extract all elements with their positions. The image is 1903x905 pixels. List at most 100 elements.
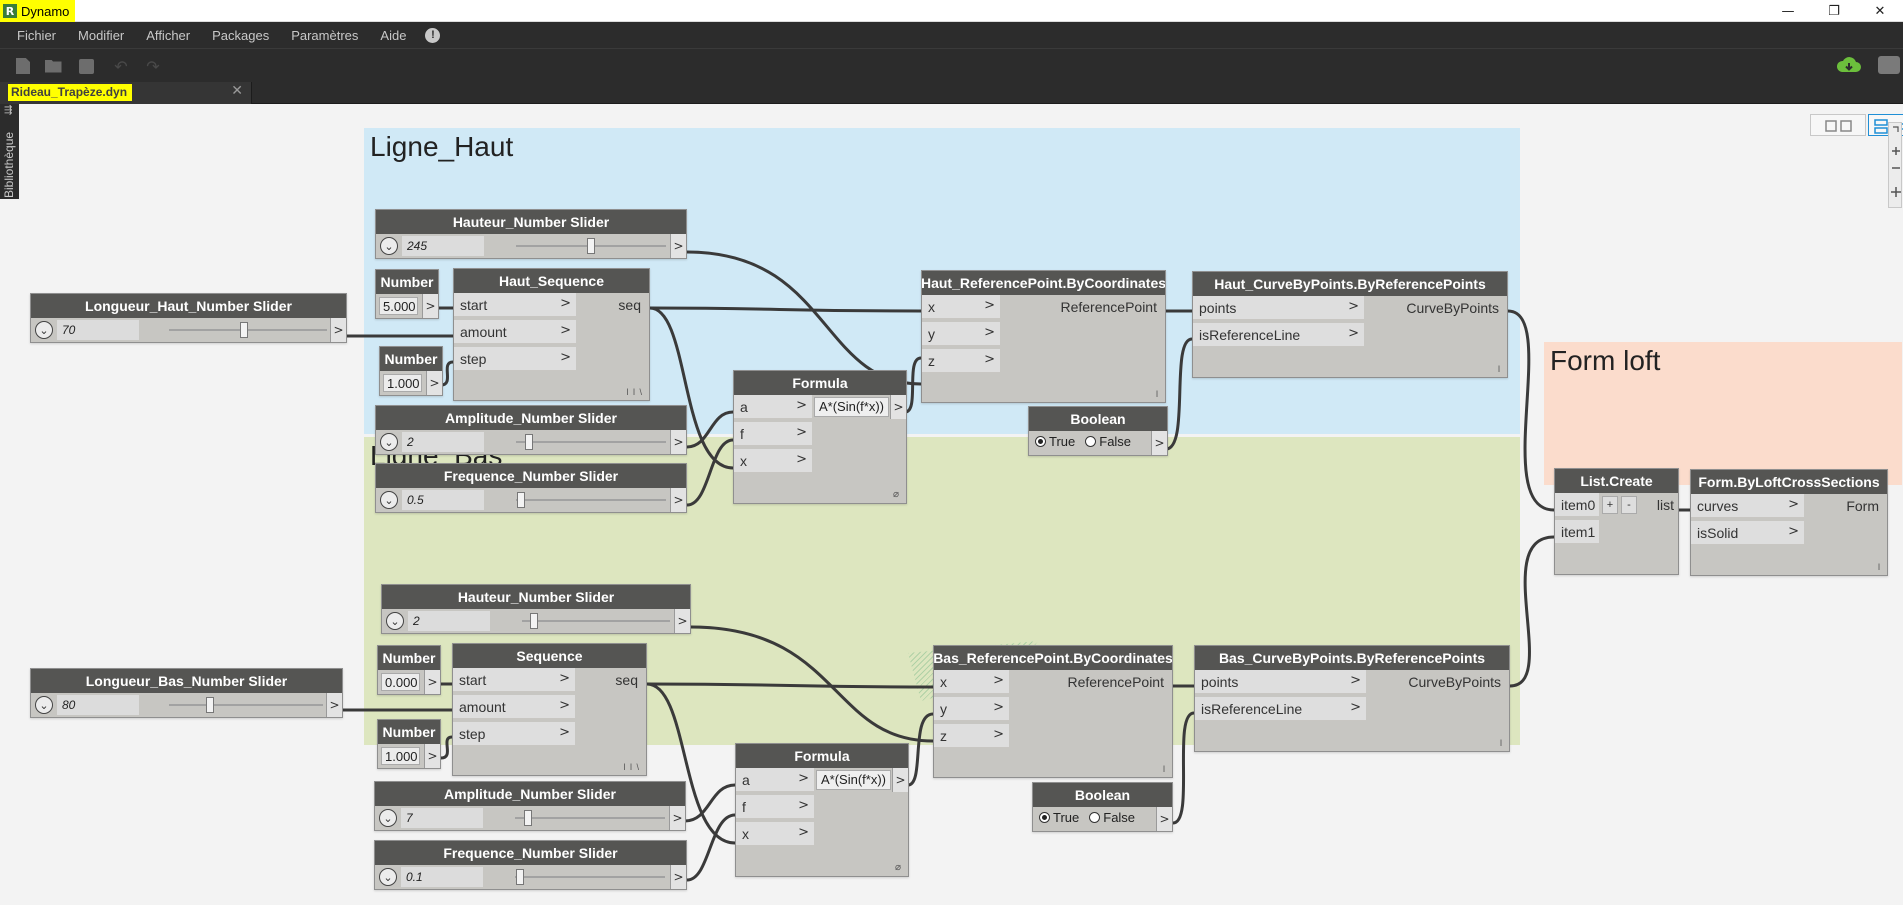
node-longueur-bas-slider[interactable]: Longueur_Bas_Number Slider ⌄ 80 > bbox=[30, 668, 343, 718]
node-number-step-haut[interactable]: Number 1.000 > bbox=[379, 346, 443, 396]
menu-modifier[interactable]: Modifier bbox=[78, 27, 125, 43]
output-port-list[interactable]: list bbox=[1657, 493, 1678, 517]
lacing-indicator[interactable]: l bbox=[1156, 389, 1159, 399]
node-sequence-bas[interactable]: Sequence start> amount> step> seq l l \ bbox=[452, 643, 647, 776]
redo-button[interactable]: ↷ bbox=[142, 55, 164, 77]
output-port-referencepoint[interactable]: ReferencePoint bbox=[1067, 670, 1172, 694]
minimize-button[interactable]: — bbox=[1781, 3, 1795, 19]
output-port-curvebypoints[interactable]: CurveByPoints bbox=[1408, 670, 1509, 694]
formula-expression[interactable]: A*(Sin(f*x)) bbox=[814, 397, 890, 417]
node-number-start-bas[interactable]: Number 0.000 > bbox=[377, 645, 441, 695]
geometry-view-toggle[interactable] bbox=[1810, 114, 1866, 136]
node-number-start-haut[interactable]: Number 5.000 > bbox=[375, 269, 439, 319]
lacing-indicator[interactable]: l bbox=[1498, 364, 1501, 374]
output-port[interactable]: > bbox=[890, 395, 906, 419]
add-input-button[interactable]: + bbox=[1602, 496, 1618, 514]
node-haut-referencepoint[interactable]: Haut_ReferencePoint.ByCoordinates x> y> … bbox=[921, 270, 1166, 403]
input-port-points[interactable]: points> bbox=[1193, 296, 1364, 320]
slider-value[interactable]: 7 bbox=[401, 808, 483, 828]
slider-thumb[interactable] bbox=[530, 613, 539, 629]
slider-track[interactable] bbox=[515, 876, 665, 878]
slider-track[interactable] bbox=[516, 499, 666, 501]
output-port-referencepoint[interactable]: ReferencePoint bbox=[1060, 295, 1165, 319]
input-port-a[interactable]: a> bbox=[736, 768, 814, 792]
node-number-step-bas[interactable]: Number 1.000 > bbox=[377, 719, 441, 769]
input-port-item0[interactable]: item0 bbox=[1555, 493, 1599, 517]
input-port-issolid[interactable]: isSolid> bbox=[1691, 521, 1804, 545]
slider-thumb[interactable] bbox=[205, 697, 214, 713]
number-input[interactable]: 1.000 bbox=[383, 374, 422, 392]
output-port[interactable]: > bbox=[1151, 431, 1167, 455]
output-port[interactable]: > bbox=[330, 318, 346, 342]
tab-rideau-trapeze[interactable]: Rideau_Trapèze.dyn ✕ bbox=[0, 82, 252, 104]
slider-thumb[interactable] bbox=[516, 869, 525, 885]
formula-expression[interactable]: A*(Sin(f*x)) bbox=[816, 770, 892, 790]
slider-value[interactable]: 2 bbox=[408, 611, 490, 631]
tab-close-icon[interactable]: ✕ bbox=[231, 83, 243, 99]
expand-chevron-icon[interactable]: ⌄ bbox=[379, 868, 397, 886]
slider-track[interactable] bbox=[515, 817, 665, 819]
new-file-button[interactable] bbox=[12, 55, 34, 77]
node-form-byloftcrosssections[interactable]: Form.ByLoftCrossSections curves> isSolid… bbox=[1690, 469, 1888, 576]
input-port-start[interactable]: start> bbox=[454, 293, 576, 317]
radio-false[interactable]: False bbox=[1089, 810, 1135, 825]
node-amplitude-slider-haut[interactable]: Amplitude_Number Slider ⌄ 2 > bbox=[375, 405, 687, 455]
lacing-indicator[interactable]: l l \ bbox=[623, 762, 640, 772]
output-port[interactable]: > bbox=[674, 609, 690, 633]
node-longueur-haut-slider[interactable]: Longueur_Haut_Number Slider ⌄ 70 > bbox=[30, 293, 347, 343]
slider-thumb[interactable] bbox=[239, 322, 248, 338]
node-frequence-slider-bas[interactable]: Frequence_Number Slider ⌄ 0.1 > bbox=[374, 840, 687, 890]
expand-chevron-icon[interactable]: ⌄ bbox=[380, 491, 398, 509]
menu-packages[interactable]: Packages bbox=[212, 27, 270, 43]
menu-afficher[interactable]: Afficher bbox=[146, 27, 191, 43]
number-input[interactable]: 1.000 bbox=[381, 747, 420, 765]
input-port-curves[interactable]: curves> bbox=[1691, 494, 1804, 518]
input-port-step[interactable]: step> bbox=[453, 722, 575, 746]
output-port[interactable]: > bbox=[669, 806, 685, 830]
lacing-indicator[interactable]: l bbox=[1878, 562, 1881, 572]
lacing-indicator[interactable]: l bbox=[1500, 738, 1503, 748]
open-file-button[interactable] bbox=[42, 55, 64, 77]
expand-chevron-icon[interactable]: ⌄ bbox=[380, 237, 398, 255]
node-frequence-slider-haut[interactable]: Frequence_Number Slider ⌄ 0.5 > bbox=[375, 463, 687, 513]
output-port[interactable]: > bbox=[670, 865, 686, 889]
expand-chevron-icon[interactable]: ⌄ bbox=[35, 696, 53, 714]
lacing-indicator[interactable]: l bbox=[1163, 764, 1166, 774]
expand-chevron-icon[interactable]: ⌄ bbox=[379, 809, 397, 827]
output-port[interactable]: > bbox=[670, 234, 686, 258]
input-port-y[interactable]: y> bbox=[934, 697, 1009, 721]
input-port-f[interactable]: f> bbox=[734, 422, 812, 446]
node-list-create[interactable]: List.Create item0 item1 + - list bbox=[1554, 468, 1679, 575]
input-port-item1[interactable]: item1 bbox=[1555, 520, 1599, 544]
number-input[interactable]: 0.000 bbox=[381, 673, 420, 691]
output-port-seq[interactable]: seq bbox=[618, 293, 649, 317]
undo-button[interactable]: ↶ bbox=[110, 55, 132, 77]
node-hauteur-slider-bas[interactable]: Hauteur_Number Slider ⌄ 2 > bbox=[381, 584, 691, 634]
radio-true[interactable]: True bbox=[1035, 434, 1075, 449]
node-hauteur-slider-haut[interactable]: Hauteur_Number Slider ⌄ 245 > bbox=[375, 209, 687, 259]
node-bas-referencepoint[interactable]: Bas_ReferencePoint.ByCoordinates x> y> z… bbox=[933, 645, 1173, 778]
output-port-seq[interactable]: seq bbox=[615, 668, 646, 692]
node-formula-bas[interactable]: Formula a> f> x> A*(Sin(f*x)) > ⌀ bbox=[735, 743, 909, 877]
node-amplitude-slider-bas[interactable]: Amplitude_Number Slider ⌄ 7 > bbox=[374, 781, 686, 831]
input-port-z[interactable]: z> bbox=[934, 724, 1009, 748]
node-haut-sequence[interactable]: Haut_Sequence start> amount> step> seq l… bbox=[453, 268, 650, 401]
input-port-y[interactable]: y> bbox=[922, 322, 1000, 346]
radio-false[interactable]: False bbox=[1085, 434, 1131, 449]
slider-track[interactable] bbox=[169, 704, 323, 706]
input-port-step[interactable]: step> bbox=[454, 347, 576, 371]
save-button[interactable] bbox=[75, 55, 97, 77]
output-port[interactable]: > bbox=[424, 744, 440, 768]
lacing-indicator[interactable]: l l \ bbox=[626, 387, 643, 397]
radio-true[interactable]: True bbox=[1039, 810, 1079, 825]
input-port-x[interactable]: x> bbox=[934, 670, 1009, 694]
slider-value[interactable]: 0.1 bbox=[401, 867, 483, 887]
slider-thumb[interactable] bbox=[523, 810, 532, 826]
slider-value[interactable]: 2 bbox=[402, 432, 484, 452]
input-port-x[interactable]: x> bbox=[922, 295, 1000, 319]
input-port-x[interactable]: x> bbox=[734, 449, 812, 473]
node-haut-curvebypoints[interactable]: Haut_CurveByPoints.ByReferencePoints poi… bbox=[1192, 271, 1508, 378]
input-port-amount[interactable]: amount> bbox=[454, 320, 576, 344]
input-port-isreferenceline[interactable]: isReferenceLine> bbox=[1195, 697, 1366, 721]
slider-track[interactable] bbox=[522, 620, 670, 622]
